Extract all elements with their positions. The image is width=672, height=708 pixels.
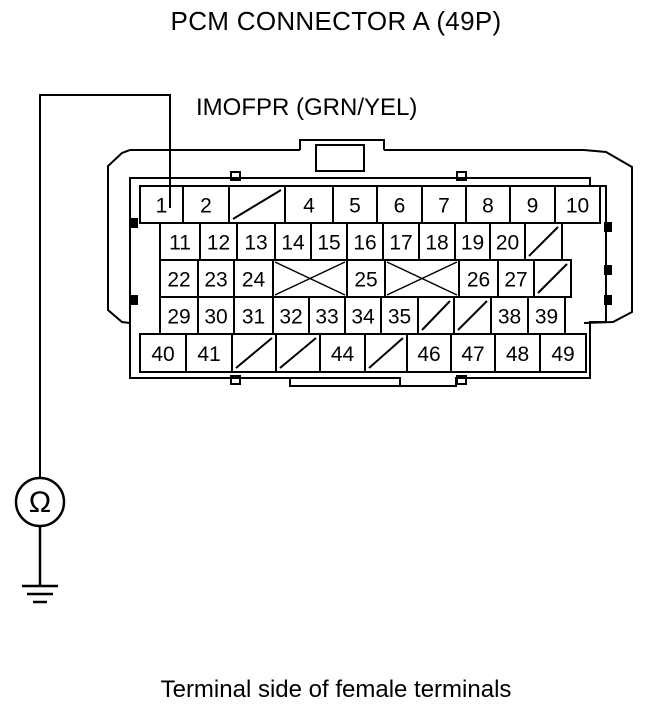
ohmmeter-icon: Ω (14, 476, 66, 528)
ohm-symbol: Ω (29, 486, 51, 519)
terminal-number: 24 (242, 269, 266, 292)
terminal-cell (539, 333, 587, 373)
diagram-title: PCM CONNECTOR A (49P) (170, 6, 502, 36)
side-key (604, 222, 612, 232)
terminal-number: 4 (303, 195, 315, 218)
locator-notch (456, 171, 467, 181)
probe-wire (39, 94, 171, 478)
blocked-cavity-mark (386, 261, 458, 296)
terminal-cell (527, 296, 566, 335)
terminal-number: 44 (331, 343, 355, 366)
terminal-cell (494, 333, 541, 373)
terminal-number: 20 (496, 232, 519, 255)
terminal-cell (346, 259, 386, 298)
terminal-number: 46 (417, 343, 440, 366)
terminal-cell (236, 222, 276, 261)
terminal-number: 8 (482, 195, 494, 218)
latch-window (315, 144, 365, 172)
terminal-cell (454, 222, 491, 261)
unused-terminal-mark (368, 337, 404, 369)
terminal-number: 23 (204, 269, 227, 292)
unused-terminal-mark (537, 263, 568, 294)
terminal-cell (382, 222, 420, 261)
terminal-number: 1 (156, 195, 168, 218)
terminal-number: 33 (315, 306, 338, 329)
terminal-number: 29 (167, 306, 190, 329)
terminal-cell (465, 185, 511, 224)
terminal-number: 31 (242, 306, 265, 329)
blocked-cavity-mark (274, 261, 346, 296)
unused-terminal-mark (232, 189, 282, 220)
terminal-number: 10 (566, 195, 589, 218)
terminal-number: 49 (551, 343, 574, 366)
terminal-number: 13 (244, 232, 267, 255)
side-key (130, 218, 138, 228)
unused-terminal-mark (235, 337, 273, 369)
terminal-number: 14 (281, 232, 305, 255)
side-key (604, 265, 612, 275)
terminal-number: 27 (504, 269, 527, 292)
locator-notch (456, 375, 467, 385)
connector-housing-right (583, 149, 633, 324)
wire-label: IMOFPR (GRN/YEL) (196, 94, 418, 121)
terminal-number: 30 (204, 306, 227, 329)
terminal-number: 2 (200, 195, 212, 218)
terminal-number: 18 (425, 232, 448, 255)
terminal-number: 22 (167, 269, 190, 292)
diagram-caption: Terminal side of female terminals (160, 676, 512, 703)
bottom-key (289, 378, 400, 387)
terminal-number: 11 (169, 232, 191, 255)
terminal-cell (182, 185, 230, 224)
terminal-number: 34 (351, 306, 375, 329)
terminal-number: 9 (527, 195, 539, 218)
terminal-cell (310, 222, 348, 261)
terminal-number: 41 (197, 343, 220, 366)
terminal-cell (139, 333, 187, 373)
unused-terminal-mark (457, 300, 488, 331)
terminal-number: 32 (279, 306, 302, 329)
terminal-cell (185, 333, 233, 373)
terminal-number: 35 (388, 306, 411, 329)
terminal-cell (159, 222, 201, 261)
terminal-cell (554, 185, 601, 224)
terminal-number: 17 (389, 232, 412, 255)
terminal-cell (284, 185, 334, 224)
unused-terminal-mark (528, 226, 559, 257)
terminal-cell (450, 333, 496, 373)
terminal-cell (197, 259, 235, 298)
terminal-number: 5 (349, 195, 361, 218)
side-key (130, 295, 138, 305)
terminal-cell (497, 259, 535, 298)
terminal-number: 47 (461, 343, 484, 366)
terminal-number: 15 (317, 232, 340, 255)
connector-housing (107, 149, 131, 324)
terminal-number: 12 (207, 232, 230, 255)
terminal-cell (376, 185, 423, 224)
terminal-cell (197, 296, 235, 335)
terminal-number: 6 (394, 195, 406, 218)
terminal-number: 39 (535, 306, 558, 329)
terminal-number: 16 (353, 232, 376, 255)
terminal-number: 40 (151, 343, 174, 366)
terminal-number: 19 (461, 232, 484, 255)
terminal-cell (233, 259, 274, 298)
unused-terminal-mark (279, 337, 317, 369)
terminal-number: 25 (354, 269, 377, 292)
terminal-number: 48 (506, 343, 529, 366)
side-key (604, 295, 612, 305)
terminal-cell (406, 333, 452, 373)
terminal-number: 26 (467, 269, 490, 292)
locator-notch (230, 375, 241, 385)
terminal-number: 7 (438, 195, 450, 218)
latch-tab (299, 139, 385, 150)
unused-terminal-mark (421, 300, 451, 331)
terminal-number: 38 (498, 306, 521, 329)
ground-icon (22, 526, 58, 604)
locator-notch (230, 171, 241, 181)
terminal-cell (274, 222, 312, 261)
